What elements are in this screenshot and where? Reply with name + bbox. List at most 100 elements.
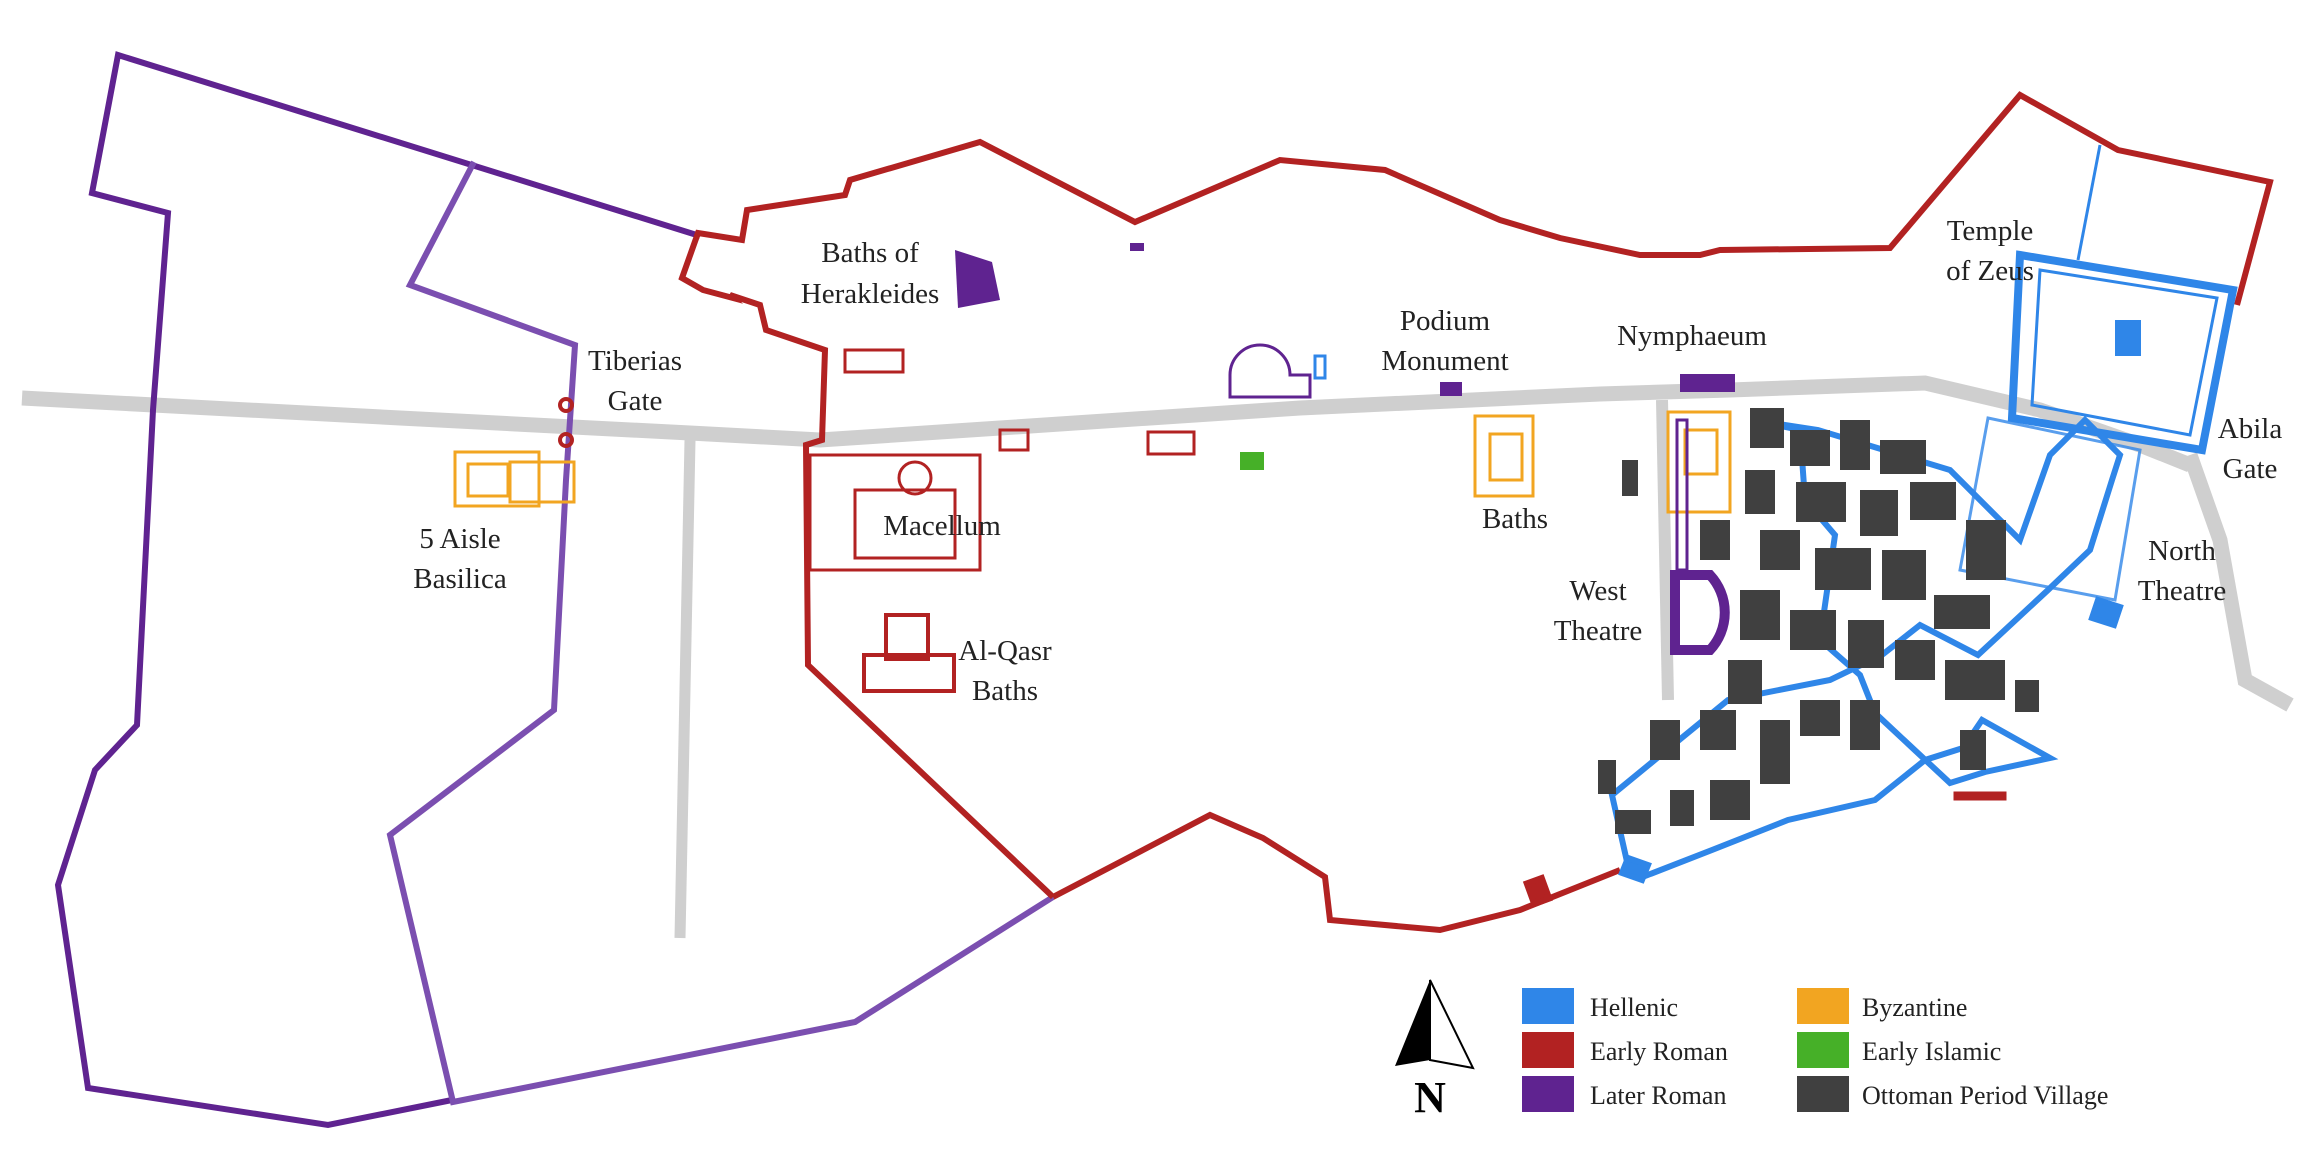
baths-byzantine-plan <box>1473 414 1535 498</box>
early-islamic-building <box>1240 452 1264 470</box>
label-temple-of-zeus-2: of Zeus <box>1946 255 2034 287</box>
west-theatre-stage <box>1675 418 1689 572</box>
al-qasr-baths-tower <box>884 613 930 661</box>
later-roman-outer-wall <box>54 51 701 1129</box>
village-block <box>1850 700 1880 750</box>
village-block <box>1598 760 1616 794</box>
village-block <box>1790 430 1830 466</box>
early-roman-walls <box>678 91 2274 934</box>
village-block <box>1760 530 1800 570</box>
village-block <box>1860 490 1898 536</box>
village-block <box>1615 810 1651 834</box>
legend-label-early-roman: Early Roman <box>1590 1037 1728 1066</box>
baths-of-herakleides-building <box>955 250 1000 308</box>
west-cross-road <box>674 439 696 939</box>
temple-of-zeus-complex <box>1958 144 2238 602</box>
label-north-theatre-2: Theatre <box>2138 575 2227 607</box>
village-block <box>1882 550 1926 600</box>
village-block <box>1880 440 1926 474</box>
label-baths-of-herakleides-1: Baths of <box>821 237 919 269</box>
precinct-divider <box>2076 144 2102 261</box>
village-block <box>1760 760 1790 784</box>
village-block <box>1895 640 1935 680</box>
village-block <box>1910 482 1956 520</box>
village-block <box>1815 548 1871 590</box>
village-block <box>1745 470 1775 514</box>
village-block <box>1622 460 1638 496</box>
village-block <box>1740 590 1780 640</box>
label-abila-gate-1: Abila <box>2218 413 2283 445</box>
macellum-rotunda <box>897 460 933 496</box>
label-baths-of-herakleides-2: Herakleides <box>801 278 940 310</box>
five-aisle-basilica-annex <box>508 460 576 504</box>
hellenic-tower-2 <box>2088 596 2124 629</box>
village-block <box>1650 720 1680 760</box>
roads <box>21 375 2294 939</box>
later-roman-buildings <box>955 243 1735 655</box>
village-block <box>1840 420 1870 470</box>
hellenic-feature <box>1313 354 1327 380</box>
village-block <box>1728 660 1762 704</box>
east-road-west-theatre <box>1656 399 1674 701</box>
village-block <box>1800 700 1840 736</box>
hellenic-tower-1 <box>1618 854 1652 884</box>
label-al-qasr-baths-1: Al-Qasr <box>958 635 1052 667</box>
temple-of-zeus-cella <box>2115 320 2141 356</box>
legend-swatch-early-roman <box>1522 1032 1574 1068</box>
village-block <box>1670 790 1694 826</box>
baths-byzantine-inner <box>1488 432 1524 482</box>
decumanus-road <box>21 375 2193 472</box>
legend-swatch-hellenic <box>1522 988 1574 1024</box>
tiberias-gate-tower-2 <box>558 432 574 448</box>
north-arrow-dark-half <box>1395 980 1430 1066</box>
label-podium-monument-2: Monument <box>1381 345 1508 377</box>
five-aisle-basilica-inner <box>466 462 510 498</box>
al-qasr-baths-plan <box>862 653 956 693</box>
label-west-theatre-2: Theatre <box>1554 615 1643 647</box>
temple-precinct-inner <box>2030 268 2219 437</box>
legend-label-ottoman: Ottoman Period Village <box>1862 1081 2108 1110</box>
legend-label-byzantine: Byzantine <box>1862 993 1967 1022</box>
early-roman-ruin-2 <box>1146 430 1196 456</box>
macellum-complex <box>808 453 982 572</box>
label-north-theatre-1: North <box>2148 535 2216 567</box>
label-baths: Baths <box>1482 503 1548 535</box>
north-theatre-road <box>2182 452 2294 712</box>
label-tiberias-gate-1: Tiberias <box>588 345 682 377</box>
north-theatre-enclosure <box>1958 416 2142 602</box>
early-roman-southeast-wall <box>1051 811 1622 934</box>
early-roman-wall-segment-southeast <box>1953 791 2007 801</box>
village-block <box>1934 595 1990 629</box>
label-tiberias-gate-2: Gate <box>608 385 663 417</box>
legend-label-hellenic: Hellenic <box>1590 993 1678 1022</box>
village-block <box>1710 780 1750 820</box>
legend-swatch-byzantine <box>1797 988 1849 1024</box>
legend-swatch-ottoman <box>1797 1076 1849 1112</box>
north-arrow-letter: N <box>1414 1073 1446 1122</box>
legend-swatch-later-roman <box>1522 1076 1574 1112</box>
legend-swatch-early-islamic <box>1797 1032 1849 1068</box>
nymphaeum-area-inner <box>1683 428 1719 476</box>
west-theatre-cavea <box>1670 570 1730 655</box>
nymphaeum-plan <box>1680 374 1735 392</box>
label-west-theatre-1: West <box>1569 575 1626 607</box>
later-roman-inner-wall <box>386 160 1055 1106</box>
village-block <box>1790 610 1836 650</box>
label-temple-of-zeus-1: Temple <box>1947 215 2034 247</box>
early-roman-gate-south <box>1522 874 1554 908</box>
later-roman-walls <box>54 51 1055 1129</box>
north-arrow: N <box>1395 979 1475 1122</box>
label-macellum: Macellum <box>883 510 1001 542</box>
legend-label-early-islamic: Early Islamic <box>1862 1037 2001 1066</box>
village-block <box>1700 520 1730 560</box>
village-block <box>1960 730 1986 770</box>
label-abila-gate-2: Gate <box>2223 453 2278 485</box>
byzantine-features <box>453 410 1732 514</box>
label-podium-monument-1: Podium <box>1400 305 1491 337</box>
nymphaeum-area-plan <box>1666 410 1732 514</box>
village-block <box>1700 710 1736 750</box>
village-block <box>1966 520 2006 580</box>
legend-label-later-roman: Later Roman <box>1590 1081 1726 1110</box>
north-arrow-light-half <box>1429 979 1475 1070</box>
